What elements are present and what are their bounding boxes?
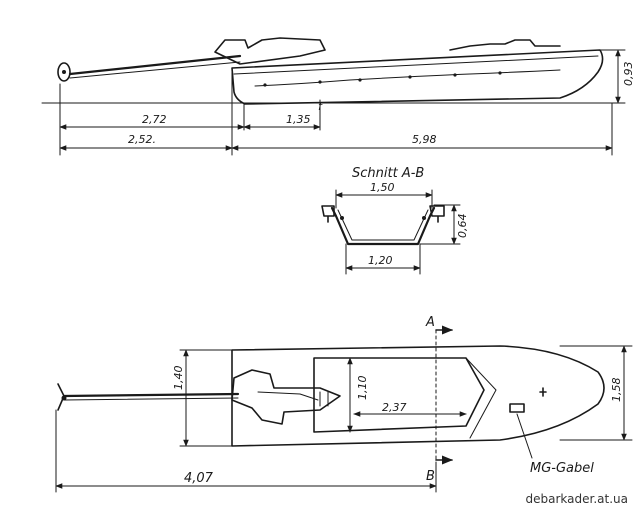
dim-total-length: 5,98 — [412, 133, 437, 146]
section-title: Schnitt A-B — [352, 166, 424, 181]
dim-2-52: 2,52. — [128, 133, 156, 146]
dim-2-37: 2,37 — [382, 401, 407, 414]
side-hull-sheer — [233, 55, 599, 75]
mg-fork — [509, 403, 525, 413]
plan-engine-housing — [231, 369, 341, 425]
dim-depth: 0,64 — [456, 214, 469, 239]
watermark: debarkader.at.ua — [526, 492, 628, 506]
strake-bolts — [263, 71, 502, 87]
dim-2-72: 2,72 — [142, 113, 167, 126]
section-hull-outline — [330, 206, 436, 246]
dim-1-35: 1,35 — [286, 113, 311, 126]
dim-total-height: 0,93 — [622, 62, 634, 87]
mg-leader — [516, 413, 533, 459]
bow-fitting — [539, 387, 547, 397]
section-mark-a: A — [425, 315, 435, 330]
section-right-fitting — [429, 205, 445, 223]
plan-cockpit — [313, 357, 485, 433]
section-left-fitting — [321, 205, 335, 223]
dim-top-width: 1,50 — [370, 181, 395, 194]
dim-1-58: 1,58 — [610, 378, 623, 403]
plan-propeller — [57, 383, 67, 411]
section-mark-b: B — [426, 469, 435, 484]
mg-label: MG-Gabel — [530, 461, 594, 476]
dim-bottom-width: 1,20 — [368, 254, 393, 267]
side-view: f 0,93 2,72 1,35 5,98 2,52. — [41, 37, 634, 156]
side-rubbing-strake — [254, 69, 561, 87]
dim-1-10: 1,10 — [356, 376, 369, 401]
section-a-b: Schnitt A-B 1,50 0,64 1,20 — [321, 166, 469, 275]
side-rear-housing — [214, 37, 326, 65]
dim-4-07: 4,07 — [184, 471, 214, 486]
dim-1-40: 1,40 — [172, 366, 185, 391]
side-propeller — [57, 62, 71, 82]
plan-hull — [231, 345, 605, 447]
plan-view: A B 1,40 1,10 2,37 1,58 4,07 MG-Gabel — [55, 315, 633, 493]
mark-f: f — [318, 100, 324, 113]
side-hull — [231, 49, 604, 105]
side-propeller-shaft — [68, 54, 242, 76]
section-hull-inner — [337, 209, 429, 241]
plan-propeller-shaft — [62, 392, 240, 398]
side-deck-gun-mount — [449, 39, 561, 51]
